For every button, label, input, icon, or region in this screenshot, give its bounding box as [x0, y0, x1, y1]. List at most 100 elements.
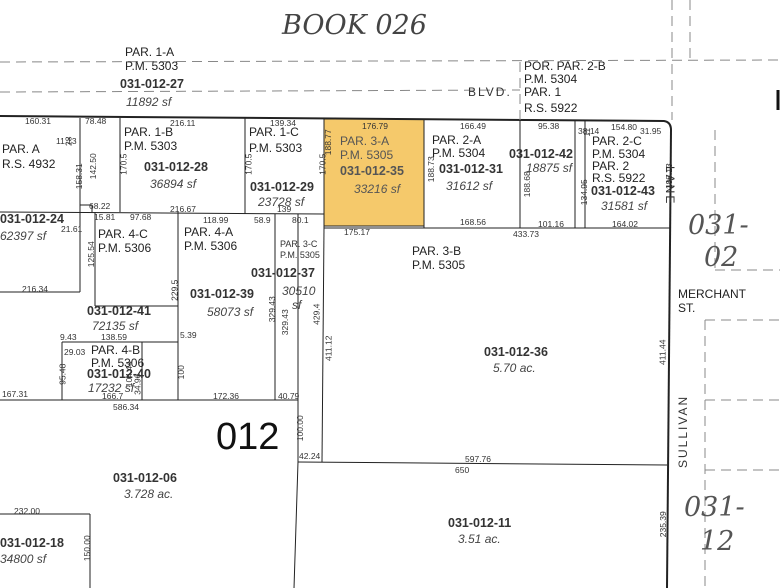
adjacent-page-bottom: 031-	[684, 492, 745, 523]
area-label: 62397 sf	[0, 229, 47, 243]
dimension: 21.61	[61, 224, 83, 234]
dimension: 139.34	[270, 118, 296, 128]
dimension: 329.43	[279, 309, 290, 336]
apn-label[interactable]: 031-012-41	[87, 304, 151, 318]
apn-label[interactable]: 031-012-40	[87, 367, 151, 381]
pm-label: P.M. 5305	[280, 250, 320, 260]
apn-label[interactable]: 031-012-31	[439, 162, 503, 176]
dimension: 167.31	[2, 389, 28, 399]
dimension: 235.39	[657, 511, 668, 538]
apn-label[interactable]: 031-012-24	[0, 212, 64, 226]
dimension: 31.95	[640, 126, 662, 136]
book-title: BOOK 026	[282, 10, 427, 41]
dimension: 125.54	[85, 241, 96, 268]
par-label: PAR. 4-C	[98, 227, 148, 241]
apn-label[interactable]: 031-012-39	[190, 287, 254, 301]
dimension: 650	[455, 465, 470, 475]
dimension: 5.39	[180, 330, 197, 340]
pm-label: P.M. 5306	[184, 239, 238, 253]
dimension: 166.7	[102, 391, 124, 401]
dimension: 15.81	[94, 212, 116, 222]
dimension: 168.56	[460, 217, 486, 227]
dimension: 100.00	[294, 415, 305, 442]
par-label: PAR. 2-A	[432, 133, 482, 147]
par-label: PAR. 3-B	[412, 244, 462, 258]
par-a-label: PAR. A	[2, 142, 40, 156]
par-2-label: PAR. 2	[592, 159, 630, 173]
dimension: 11.13	[56, 136, 77, 146]
pm-label: P.M. 5303	[125, 59, 179, 73]
dimension: 160.31	[25, 116, 51, 126]
dimension: 42.24	[299, 451, 321, 461]
apn-label[interactable]: 031-012-27	[120, 77, 184, 91]
apn-label[interactable]: 031-012-43	[591, 184, 655, 198]
dimension: 158.31	[73, 163, 84, 190]
dimension: 68.22	[89, 201, 111, 211]
par-label: PAR. 1-C	[249, 125, 299, 139]
dimension: 188.68	[521, 171, 532, 198]
adjacent-page-bottom-2: 12	[700, 526, 735, 557]
pm-label: P.M. 5306	[98, 241, 152, 255]
apn-label[interactable]: 031-012-35	[340, 164, 404, 178]
dimension: 170.5	[243, 153, 254, 175]
dimension: 101.16	[538, 219, 564, 229]
street-blvd: BLVD.	[468, 85, 512, 99]
apn-label[interactable]: 031-012-11	[448, 516, 512, 530]
area-label: 34800 sf	[0, 552, 47, 566]
dimension: 38.14	[578, 126, 600, 136]
dimension: 188.77	[322, 129, 333, 156]
dimension: 78.48	[85, 116, 107, 126]
street-st: ST.	[678, 301, 696, 315]
area-label: 3.51 ac.	[458, 532, 501, 546]
apn-label[interactable]: 031-012-06	[113, 471, 177, 485]
dimension: 170.5	[118, 153, 129, 175]
dimension: 216.34	[22, 284, 48, 294]
apn-label[interactable]: 031-012-42	[509, 147, 573, 161]
dimension: 134.95	[578, 179, 589, 206]
par-label: PAR. 4-B	[91, 343, 141, 357]
par-label: PAR. 2-C	[592, 134, 642, 148]
apn-label[interactable]: 031-012-28	[144, 160, 208, 174]
dimension: 175.17	[344, 227, 370, 237]
rs-4932-label: R.S. 4932	[2, 157, 56, 171]
adjacent-page-top-2: 02	[704, 242, 739, 273]
dimension: 411.12	[323, 335, 334, 361]
area-label: 3.728 ac.	[124, 487, 174, 501]
par-label: PAR. 1-B	[124, 125, 174, 139]
pm-label: P.M. 5303	[124, 139, 178, 153]
dimension: 329.43	[266, 296, 277, 323]
adjacent-page-top: 031-	[688, 210, 749, 241]
dimension: 11	[582, 127, 593, 137]
rs-label: R.S. 5922	[592, 171, 646, 185]
pm-label: P.M. 5304	[592, 147, 646, 161]
area-label: 18875 sf	[526, 161, 573, 175]
dimension: 34.96	[132, 373, 143, 395]
pm-label: P.M. 5303	[249, 141, 303, 155]
dimension: 216.11	[170, 118, 196, 128]
area-label: 11892 sf	[126, 95, 172, 109]
dimension: 150.00	[81, 535, 92, 562]
dimension: 216.67	[170, 204, 196, 214]
dimension: 597.76	[465, 454, 491, 464]
boundary-top	[0, 115, 672, 131]
apn-label[interactable]: 031-012-29	[250, 180, 314, 194]
area-label: 58073 sf	[207, 305, 254, 319]
apn-label[interactable]: 031-012-18	[0, 536, 64, 550]
dimension: 429.4	[311, 303, 322, 325]
dimension: 29.03	[64, 347, 86, 357]
area-label: 72135 sf	[92, 319, 139, 333]
area-label: 33216 sf	[354, 182, 401, 196]
dimension: 172.36	[213, 391, 239, 401]
pm-label: P.M. 5306	[91, 356, 145, 370]
dimension: 170.5	[317, 153, 328, 175]
dimension: 166.49	[460, 121, 486, 131]
par-label: PAR. 4-A	[184, 225, 234, 239]
area-label: 31581 sf	[601, 199, 648, 213]
area-label: 17232 sf	[88, 381, 135, 395]
dimension: 100	[175, 365, 186, 380]
apn-label[interactable]: 031-012-37	[251, 266, 315, 280]
apn-label[interactable]: 031-012-36	[484, 345, 548, 359]
highlighted-parcel[interactable]	[323, 118, 425, 227]
street-merchant: MERCHANT	[678, 287, 746, 301]
